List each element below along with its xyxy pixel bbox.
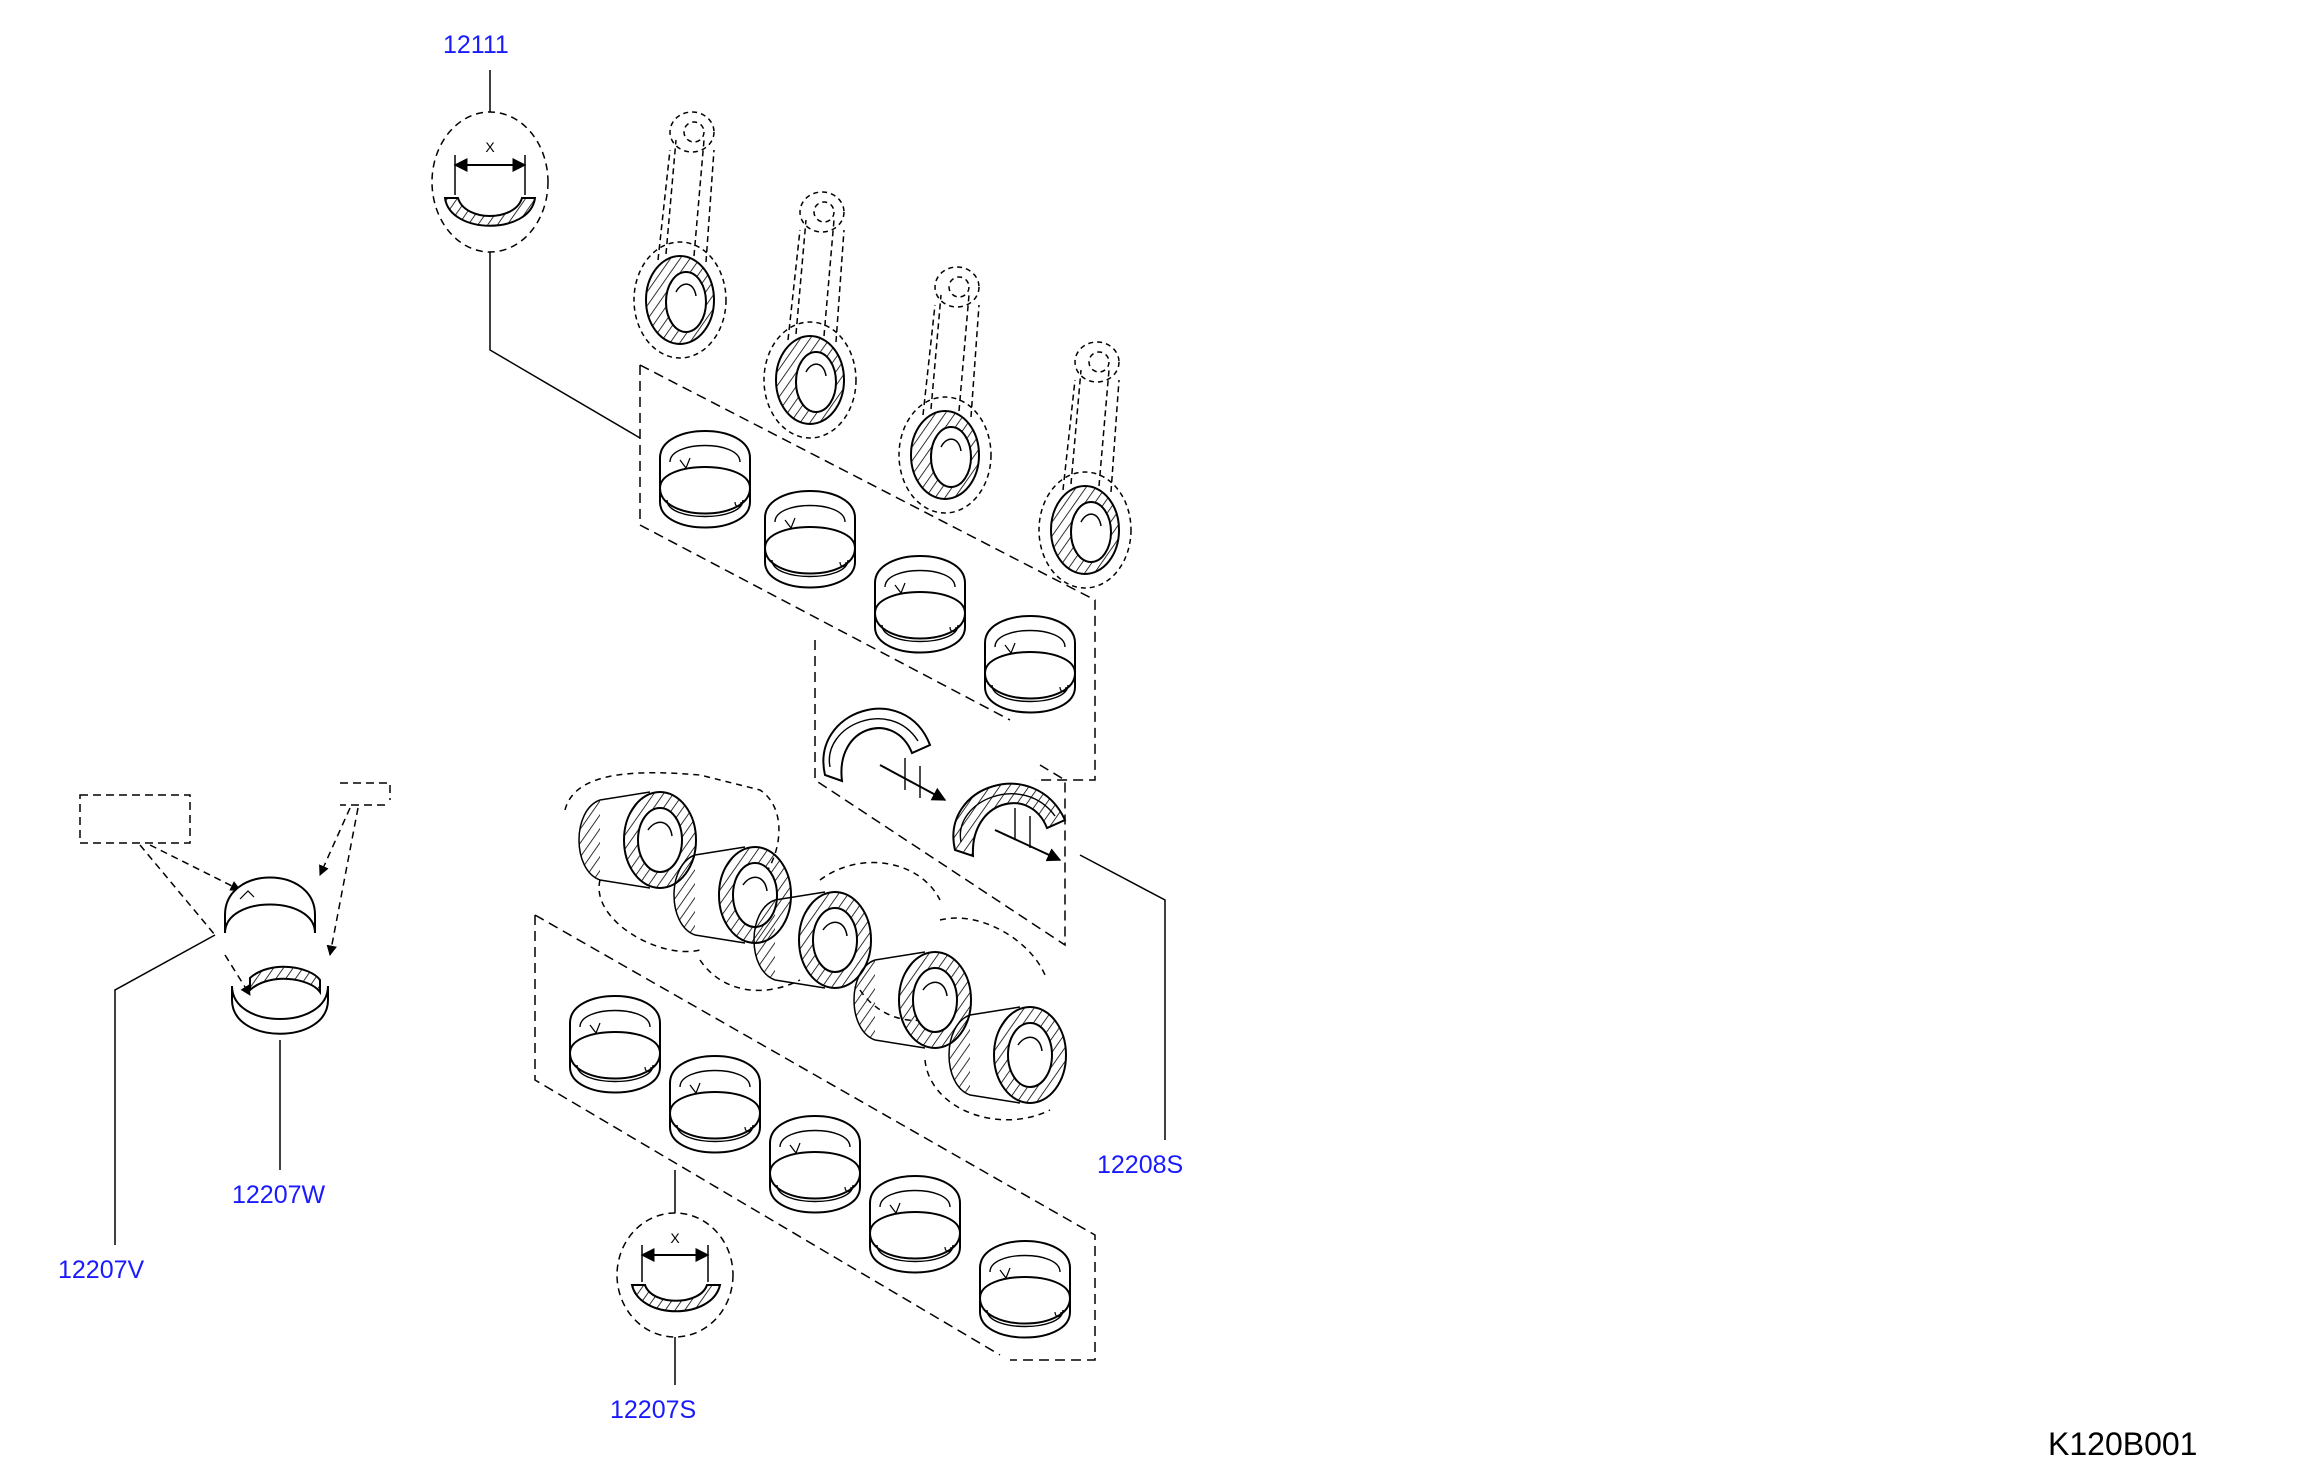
- diagram-code: K120B001: [2048, 1426, 2198, 1462]
- detail-circle-main: X: [616, 1212, 734, 1338]
- thrust-washer-group: [814, 640, 1067, 947]
- leader-lines: [114, 70, 1166, 1385]
- callout-12207v[interactable]: 12207V: [58, 1256, 145, 1284]
- crankshaft-journals: [564, 772, 1067, 1121]
- detail-circle-conrod: X: [431, 111, 549, 253]
- callout-12207s[interactable]: 12207S: [610, 1396, 697, 1424]
- conrod-bearing-group: [639, 364, 1096, 781]
- main-bearing-detail: [79, 782, 391, 1035]
- dimension-x-label: X: [670, 1230, 680, 1246]
- callout-12208s[interactable]: 12208S: [1097, 1151, 1184, 1179]
- callout-12111[interactable]: 12111: [443, 31, 509, 59]
- main-bearing-group: [534, 914, 1096, 1361]
- dimension-x-label: X: [485, 139, 495, 155]
- callout-12207w[interactable]: 12207W: [232, 1181, 326, 1209]
